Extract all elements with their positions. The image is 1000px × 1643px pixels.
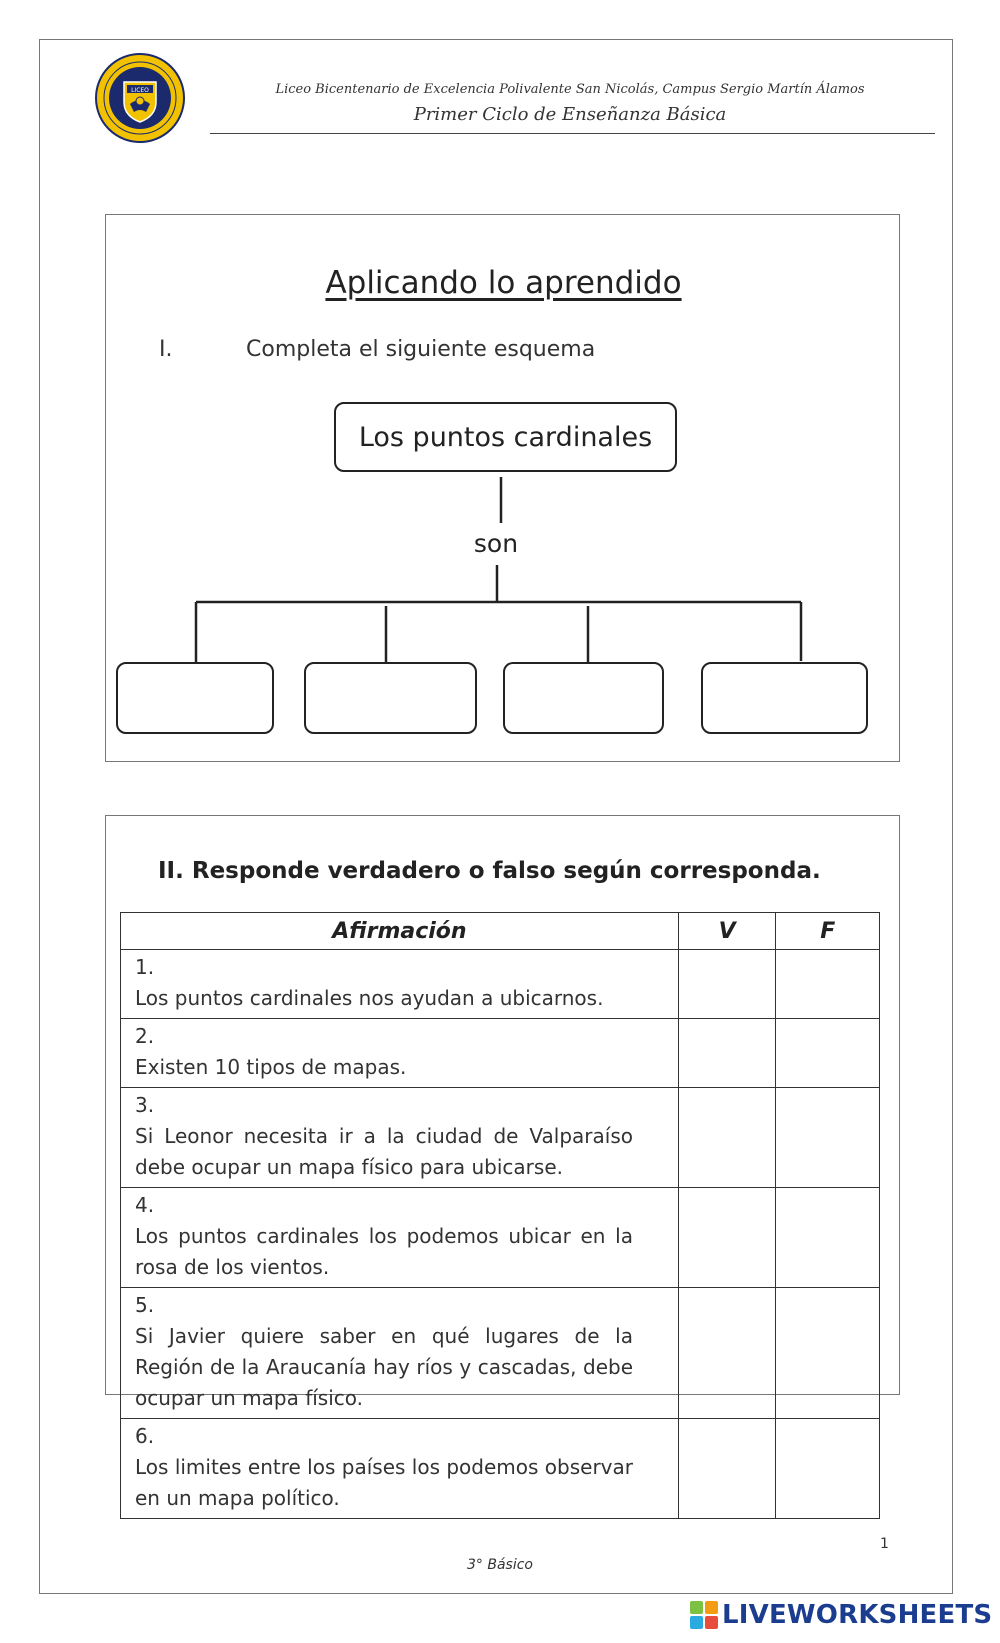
true-answer-cell[interactable]	[677, 1018, 777, 1088]
statement-cell: 3. Si Leonor necesita ir a la ciudad de V…	[120, 1087, 679, 1188]
true-answer-cell[interactable]	[677, 1087, 777, 1188]
header-divider	[210, 133, 935, 134]
statement-cell: 4. Los puntos cardinales los podemos ubic…	[120, 1187, 679, 1288]
false-answer-cell[interactable]	[775, 1087, 880, 1188]
section-number: I.	[159, 337, 173, 362]
column-header-true: V	[677, 912, 777, 950]
true-false-table: Afirmación V F 1. Los puntos cardinales n…	[120, 912, 880, 1519]
statement-text: Los limites entre los países los podemos…	[135, 1455, 633, 1510]
liveworksheets-logo-icon	[690, 1601, 718, 1629]
statement-text: Si Leonor necesita ir a la ciudad de Val…	[135, 1124, 633, 1179]
statement-cell: 6. Los limites entre los países los podem…	[120, 1418, 679, 1519]
table-row: 6. Los limites entre los países los podem…	[120, 1418, 880, 1519]
cycle-title: Primer Ciclo de Enseñanza Básica	[413, 104, 727, 125]
grade-footer: 3° Básico	[467, 1557, 533, 1573]
statement-text: Los puntos cardinales los podemos ubicar…	[135, 1224, 633, 1279]
liveworksheets-brand[interactable]: LIVEWORKSHEETS	[690, 1597, 992, 1633]
statement-number: 5.	[135, 1293, 155, 1317]
answer-box[interactable]	[304, 662, 477, 734]
true-answer-cell[interactable]	[677, 1418, 777, 1519]
concept-map-connectors	[194, 477, 803, 663]
false-answer-cell[interactable]	[775, 1187, 880, 1288]
statement-number: 2.	[135, 1024, 155, 1048]
statement-cell: 1. Los puntos cardinales nos ayudan a ubi…	[120, 949, 679, 1019]
statement-number: 3.	[135, 1093, 155, 1117]
column-header-false: F	[775, 912, 880, 950]
section-title: Aplicando lo aprendido	[325, 265, 682, 301]
false-answer-cell[interactable]	[775, 1418, 880, 1519]
page-border	[39, 39, 953, 1594]
false-answer-cell[interactable]	[775, 949, 880, 1019]
statement-text: Existen 10 tipos de mapas.	[135, 1055, 407, 1079]
table-row: 2. Existen 10 tipos de mapas.	[120, 1018, 880, 1088]
logo-square	[705, 1601, 718, 1614]
section-instruction: Completa el siguiente esquema	[246, 337, 596, 362]
column-header-statement: Afirmación	[120, 912, 679, 950]
brand-name: LIVEWORKSHEETS	[722, 1600, 993, 1630]
false-answer-cell[interactable]	[775, 1018, 880, 1088]
statement-number: 1.	[135, 955, 155, 979]
school-name: Liceo Bicentenario de Excelencia Polival…	[275, 82, 865, 97]
answer-box[interactable]	[116, 662, 274, 734]
logo-text: LICEO	[131, 87, 149, 94]
true-answer-cell[interactable]	[677, 949, 777, 1019]
logo-square	[690, 1616, 703, 1629]
answer-box[interactable]	[701, 662, 868, 734]
true-answer-cell[interactable]	[677, 1287, 777, 1419]
statement-number: 4.	[135, 1193, 155, 1217]
main-concept-box: Los puntos cardinales	[334, 402, 677, 472]
logo-square	[690, 1601, 703, 1614]
table-row: 4. Los puntos cardinales los podemos ubic…	[120, 1187, 880, 1288]
section-true-false: II. Responde verdadero o falso según cor…	[105, 815, 900, 1519]
statement-text: Los puntos cardinales nos ayudan a ubica…	[135, 986, 604, 1010]
statement-number: 6.	[135, 1424, 155, 1448]
statement-text: Si Javier quiere saber en qué lugares de…	[135, 1324, 633, 1410]
statement-cell: 5. Si Javier quiere saber en qué lugares …	[120, 1287, 679, 1419]
table-header-row: Afirmación V F	[120, 912, 880, 950]
logo-square	[705, 1616, 718, 1629]
false-answer-cell[interactable]	[775, 1287, 880, 1419]
school-logo: LICEO	[95, 53, 185, 143]
answer-box[interactable]	[503, 662, 664, 734]
connector-label: son	[473, 529, 519, 558]
table-row: 1. Los puntos cardinales nos ayudan a ubi…	[120, 949, 880, 1019]
table-row: 5. Si Javier quiere saber en qué lugares …	[120, 1287, 880, 1419]
true-answer-cell[interactable]	[677, 1187, 777, 1288]
statement-cell: 2. Existen 10 tipos de mapas.	[120, 1018, 679, 1088]
section-concept-map: Aplicando lo aprendido I. Completa el si…	[105, 214, 900, 762]
table-row: 3. Si Leonor necesita ir a la ciudad de V…	[120, 1087, 880, 1188]
page-number: 1	[880, 1536, 889, 1552]
section-title: II. Responde verdadero o falso según cor…	[158, 858, 821, 884]
